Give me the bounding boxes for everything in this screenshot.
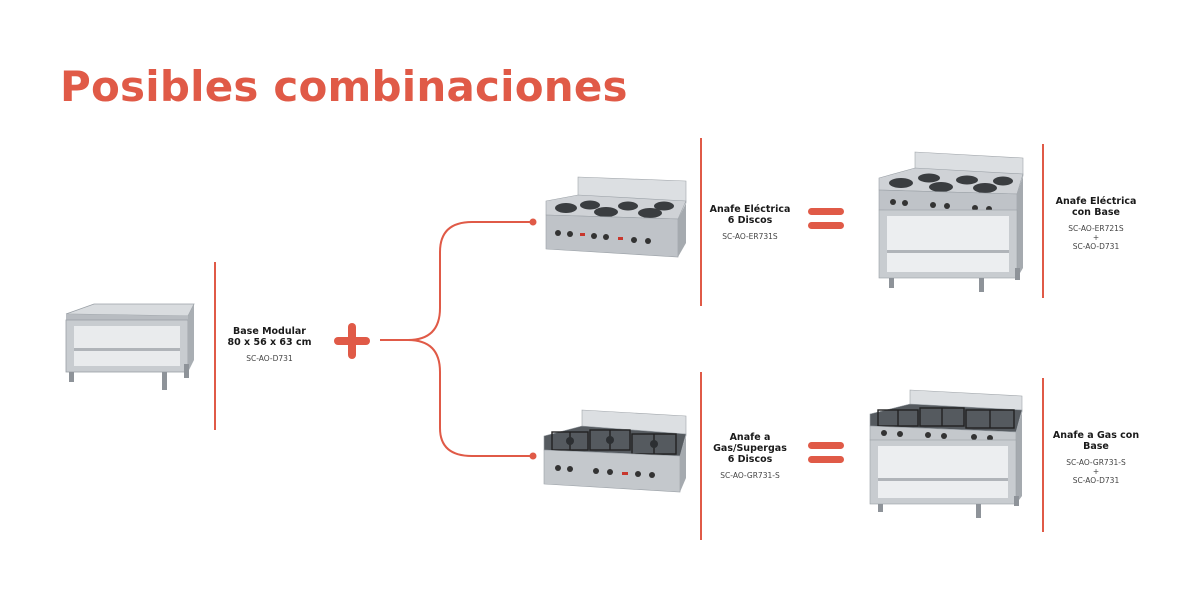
base-modular-image [65, 303, 195, 390]
divider-electric-combo [1042, 144, 1044, 298]
divider-electric [700, 138, 702, 306]
electric-cooktop-image [545, 176, 687, 258]
label-gas-combo: Anafe a Gas con Base SC-AO-GR731-S + SC-… [1050, 430, 1142, 485]
label-base: Base Modular 80 x 56 x 63 cm SC-AO-D731 [222, 326, 317, 363]
gas-name: Anafe a Gas/Supergas 6 Discos [713, 432, 787, 465]
label-electric: Anafe Eléctrica 6 Discos SC-AO-ER731S [706, 204, 794, 241]
base-code: SC-AO-D731 [246, 354, 293, 363]
divider-base [214, 262, 216, 430]
gas-code: SC-AO-GR731-S [720, 471, 780, 480]
equals-icon [808, 442, 844, 463]
gas-combo-code: SC-AO-GR731-S + SC-AO-D731 [1066, 458, 1126, 485]
electric-combo-image [878, 151, 1024, 292]
plus-icon [334, 323, 370, 359]
electric-combo-code: SC-AO-ER721S + SC-AO-D731 [1068, 224, 1124, 251]
electric-combo-name: Anafe Eléctrica con Base [1055, 196, 1137, 218]
electric-name: Anafe Eléctrica 6 Discos [709, 204, 791, 226]
equals-icon [808, 208, 844, 229]
gas-combo-image [869, 389, 1023, 518]
label-electric-combo: Anafe Eléctrica con Base SC-AO-ER721S + … [1050, 196, 1142, 251]
divider-gas [700, 372, 702, 540]
base-name: Base Modular 80 x 56 x 63 cm [227, 326, 312, 348]
gas-combo-name: Anafe a Gas con Base [1052, 430, 1140, 452]
divider-gas-combo [1042, 378, 1044, 532]
label-gas: Anafe a Gas/Supergas 6 Discos SC-AO-GR73… [706, 432, 794, 480]
page-title: Posibles combinaciones [60, 62, 628, 111]
gas-cooktop-image [543, 409, 687, 493]
electric-code: SC-AO-ER731S [722, 232, 778, 241]
